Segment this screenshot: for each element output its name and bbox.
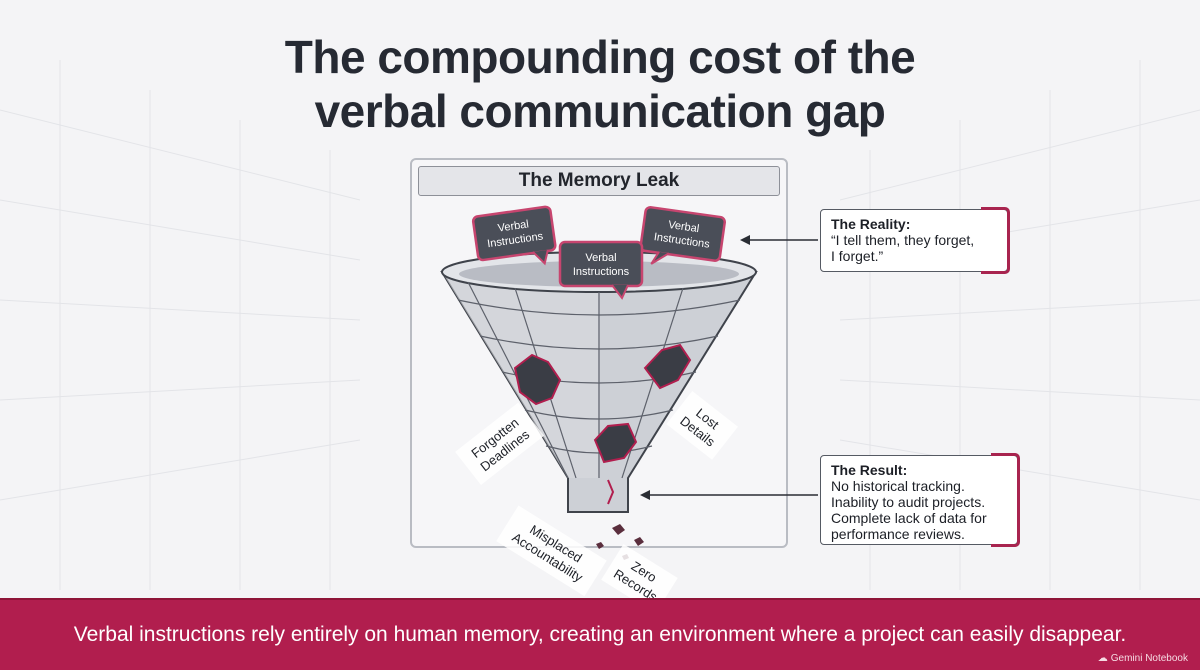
reality-line-2: I forget.” — [831, 248, 884, 264]
reality-callout: The Reality: “I tell them, they forget, … — [820, 207, 1010, 274]
brand-icon: ☁ — [1097, 653, 1108, 664]
speech-bubble-1: Verbal Instructions — [471, 205, 557, 266]
banner-text: Verbal instructions rely entirely on hum… — [73, 623, 1127, 646]
leak-label-lost-details: Lost Details — [666, 391, 738, 460]
svg-text:Verbal: Verbal — [585, 252, 616, 264]
reality-heading: The Reality: — [831, 216, 911, 232]
brand-text: Gemini Notebook — [1110, 653, 1188, 664]
result-line-1: No historical tracking. — [831, 478, 965, 494]
panel-title: The Memory Leak — [418, 166, 780, 196]
page-title: The compounding cost of the verbal commu… — [0, 30, 1200, 138]
callout-accent — [991, 453, 1020, 547]
reality-line-1: “I tell them, they forget, — [831, 232, 975, 248]
title-line-2: verbal communication gap — [314, 85, 886, 137]
result-line-4: performance reviews. — [831, 526, 965, 542]
speech-bubble-3: Verbal Instructions — [639, 206, 726, 265]
summary-banner: Verbal instructions rely entirely on hum… — [0, 598, 1200, 670]
svg-text:Instructions: Instructions — [573, 266, 630, 278]
result-line-2: Inability to audit projects. — [831, 494, 986, 510]
result-callout: The Result: No historical tracking. Inab… — [820, 453, 1020, 547]
callout-accent — [981, 207, 1010, 274]
arrow-icon — [640, 235, 818, 500]
svg-text:Verbal: Verbal — [667, 219, 700, 235]
title-line-1: The compounding cost of the — [284, 31, 916, 83]
svg-text:Verbal: Verbal — [497, 218, 530, 234]
brand-label: ☁Gemini Notebook — [1098, 653, 1188, 664]
crack-icon — [513, 343, 692, 505]
leak-label-misplaced-accountability: Misplaced Accountability — [496, 505, 607, 597]
result-heading: The Result: — [831, 462, 908, 478]
result-line-3: Complete lack of data for — [831, 510, 987, 526]
speech-bubble-2: Verbal Instructions — [558, 240, 644, 300]
